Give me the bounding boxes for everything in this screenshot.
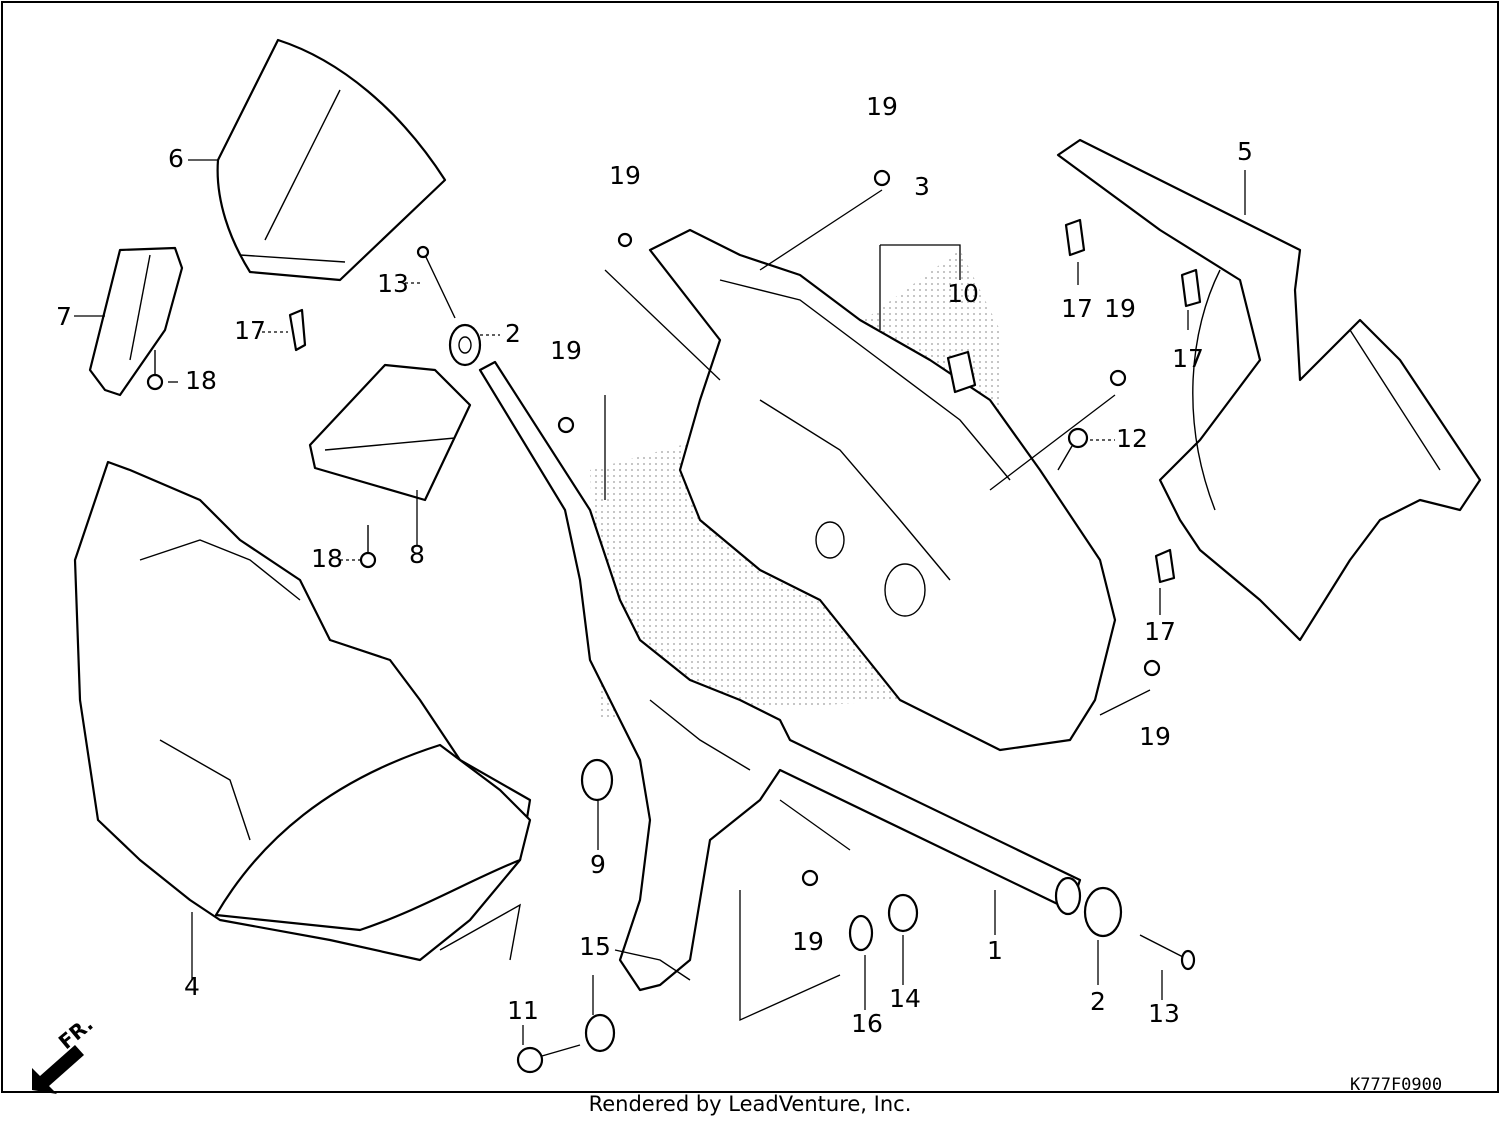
panel-part-8[interactable] (308, 363, 472, 502)
callout-19: 19 (792, 927, 824, 956)
callout-19: 19 (609, 161, 641, 190)
inner-cover-part-3[interactable] (648, 228, 1117, 752)
direction-label: FR. (54, 1012, 98, 1054)
callout-13: 13 (377, 269, 409, 298)
diagram-code: K777F0900 (1350, 1075, 1442, 1095)
handlebar-part-1[interactable] (478, 360, 1082, 992)
screw-part-19[interactable] (873, 169, 891, 187)
callout-18: 18 (185, 366, 217, 395)
callout-17: 17 (1144, 617, 1176, 646)
windscreen-part-6[interactable] (216, 38, 447, 282)
side-trim-part-7[interactable] (88, 246, 184, 397)
bolt-part-12[interactable] (1057, 427, 1089, 471)
clip-part-17[interactable] (1180, 268, 1202, 308)
clip-part-17[interactable] (1154, 548, 1176, 584)
callout-17: 17 (1061, 294, 1093, 323)
callout-19: 19 (1139, 722, 1171, 751)
callout-18: 18 (311, 544, 343, 573)
callout-14: 14 (889, 984, 921, 1013)
front-cowl-part-4[interactable] (73, 460, 532, 962)
callout-9: 9 (590, 850, 606, 879)
collar-part-14[interactable] (887, 893, 919, 933)
bolt-part-11[interactable] (516, 1044, 581, 1074)
callout-4: 4 (184, 972, 200, 1001)
screw-part-19[interactable] (1109, 369, 1127, 387)
callout-13: 13 (1148, 999, 1180, 1028)
callout-19: 19 (1104, 294, 1136, 323)
screw-part-19[interactable] (617, 232, 633, 248)
screw-part-18-lower[interactable] (359, 525, 377, 569)
side-cover-part-5[interactable] (1056, 138, 1482, 642)
callout-6: 6 (168, 144, 184, 173)
bolt-part-13-bottom[interactable] (1139, 934, 1196, 971)
callout-5: 5 (1237, 137, 1253, 166)
grommet-part-2-bottom[interactable] (1083, 886, 1123, 938)
callout-19: 19 (866, 92, 898, 121)
clip-part-17[interactable] (1064, 218, 1086, 257)
screw-part-18-left[interactable] (146, 350, 164, 391)
callout-12: 12 (1116, 424, 1148, 453)
grommet-part-10[interactable] (946, 350, 977, 394)
callout-2: 2 (1090, 987, 1106, 1016)
diagram-frame (1, 1, 1499, 1093)
callout-16: 16 (851, 1009, 883, 1038)
front-direction-arrow: FR. (32, 1012, 98, 1094)
render-credit: Rendered by LeadVenture, Inc. (588, 1092, 912, 1116)
callout-19: 19 (550, 336, 582, 365)
callout-15: 15 (579, 932, 611, 961)
callout-3: 3 (914, 172, 930, 201)
leader-lines (74, 159, 1246, 1045)
screw-part-19[interactable] (557, 416, 575, 434)
screw-part-19[interactable] (801, 869, 819, 887)
callout-11: 11 (507, 996, 539, 1025)
callout-2: 2 (505, 319, 521, 348)
spacer-part-15[interactable] (584, 1013, 616, 1053)
callout-10: 10 (947, 279, 979, 308)
bolt-part-13-top[interactable] (416, 245, 456, 319)
callout-1: 1 (987, 936, 1003, 965)
screw-part-19[interactable] (1143, 659, 1161, 677)
rubber-part-9[interactable] (580, 758, 614, 802)
callout-7: 7 (56, 302, 72, 331)
callout-8: 8 (409, 540, 425, 569)
washer-part-16[interactable] (848, 914, 874, 952)
callout-labels: 1 2 2 3 4 5 6 7 8 9 10 11 12 13 13 14 15… (56, 92, 1253, 1038)
clip-part-17[interactable] (288, 308, 307, 352)
grommet-part-2-top[interactable] (448, 323, 482, 367)
callout-17: 17 (1172, 344, 1204, 373)
callout-17: 17 (234, 316, 266, 345)
